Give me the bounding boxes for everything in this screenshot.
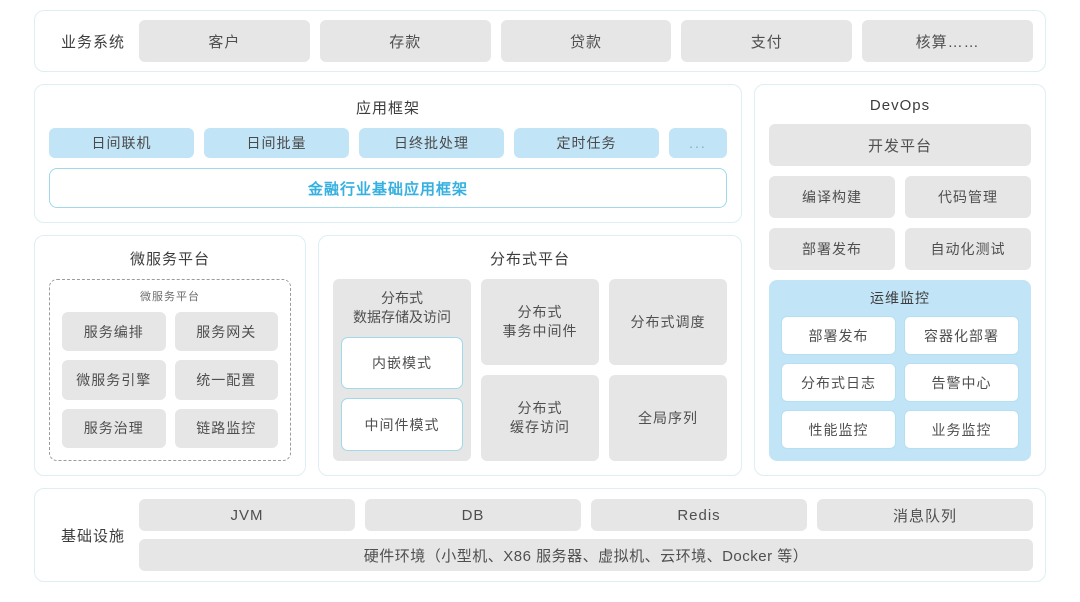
infrastructure-label: 基础设施 [60,527,125,545]
business-system-loan[interactable]: 贷款 [500,20,672,62]
ops-performance-monitoring[interactable]: 性能监控 [781,410,896,449]
devops-column: DevOps 开发平台 编译构建 代码管理 部署发布 自动化测试 运维监控 部署… [754,84,1046,476]
operations-monitoring-panel: 运维监控 部署发布 容器化部署 分布式日志 告警中心 性能监控 业务监控 [769,280,1031,461]
microservice-item-governance[interactable]: 服务治理 [62,408,166,448]
distributed-platform-panel: 分布式平台 分布式 数据存储及访问 内嵌模式 中间件模式 [318,235,742,476]
distributed-cache-access-line2: 缓存访问 [510,419,570,435]
storage-mode-middleware[interactable]: 中间件模式 [341,398,463,451]
infra-db[interactable]: DB [365,499,581,531]
business-system-payment[interactable]: 支付 [681,20,853,62]
business-systems-cells: 客户 存款 贷款 支付 核算…… [139,20,1033,62]
microservice-item-trace-monitoring[interactable]: 链路监控 [174,408,278,448]
distributed-scheduling[interactable]: 分布式调度 [609,279,727,365]
app-framework-item-eod-batch[interactable]: 日终批处理 [359,128,504,158]
devops-automated-test[interactable]: 自动化测试 [905,228,1031,270]
distributed-platform-grid: 分布式 事务中间件 分布式调度 分布式 缓存访问 [481,279,727,461]
microservice-item-orchestration[interactable]: 服务编排 [62,312,166,352]
app-framework-item-daytime-online[interactable]: 日间联机 [49,128,194,158]
microservice-item-gateway[interactable]: 服务网关 [174,312,278,352]
distributed-platform-title: 分布式平台 [489,251,570,268]
distributed-transaction-middleware-line1: 分布式 [517,304,563,321]
devops-code-management[interactable]: 代码管理 [905,176,1031,218]
ops-deploy-release[interactable]: 部署发布 [781,316,896,355]
distributed-platform-body: 分布式 数据存储及访问 内嵌模式 中间件模式 分布式 事务中间件 [333,279,727,461]
business-system-accounting[interactable]: 核算…… [862,20,1033,62]
infra-jvm[interactable]: JVM [139,499,355,531]
microservice-platform-title: 微服务平台 [129,251,210,268]
ops-business-monitoring[interactable]: 业务监控 [904,410,1019,449]
operations-monitoring-title: 运维监控 [870,290,930,306]
distributed-data-storage-title: 分布式 数据存储及访问 [341,289,463,327]
ops-containerized-deploy[interactable]: 容器化部署 [904,316,1019,355]
devops-pair-deploy: 部署发布 自动化测试 [769,228,1031,270]
operations-monitoring-grid: 部署发布 容器化部署 分布式日志 告警中心 性能监控 业务监控 [781,316,1019,449]
distributed-data-storage-title-line1: 分布式 [381,290,423,306]
business-systems-panel: 业务系统 客户 存款 贷款 支付 核算…… [34,10,1046,72]
middle-band: 应用框架 日间联机 日间批量 日终批处理 定时任务 ... 金融行业基础应用框架… [34,84,1046,476]
devops-dev-platform[interactable]: 开发平台 [769,124,1031,166]
storage-mode-embedded[interactable]: 内嵌模式 [341,336,463,390]
microservice-platform-inner-title: 微服务平台 [140,291,200,303]
business-system-deposit[interactable]: 存款 [319,20,491,62]
middle-left-column: 应用框架 日间联机 日间批量 日终批处理 定时任务 ... 金融行业基础应用框架… [34,84,742,476]
application-framework-items: 日间联机 日间批量 日终批处理 定时任务 ... [49,128,727,158]
distributed-transaction-middleware-line2: 事务中间件 [502,323,578,339]
microservice-platform-panel: 微服务平台 微服务平台 服务编排 服务网关 微服务引擎 统一配置 服务治理 链路… [34,235,306,476]
infra-message-queue[interactable]: 消息队列 [817,499,1033,531]
global-sequence[interactable]: 全局序列 [609,375,727,461]
microservice-item-engine[interactable]: 微服务引擎 [62,360,166,400]
distributed-cache-access-line1: 分布式 [517,400,563,417]
application-framework-title: 应用框架 [355,100,420,117]
app-framework-item-daytime-batch[interactable]: 日间批量 [204,128,349,158]
finance-base-framework-box[interactable]: 金融行业基础应用框架 [49,168,727,208]
app-framework-item-more[interactable]: ... [669,128,727,158]
infra-redis[interactable]: Redis [591,499,807,531]
devops-pair-build: 编译构建 代码管理 [769,176,1031,218]
microservice-platform-grid: 服务编排 服务网关 微服务引擎 统一配置 服务治理 链路监控 [62,312,278,448]
app-framework-item-scheduled-task[interactable]: 定时任务 [514,128,659,158]
application-framework-panel: 应用框架 日间联机 日间批量 日终批处理 定时任务 ... 金融行业基础应用框架 [34,84,742,223]
devops-compile-build[interactable]: 编译构建 [769,176,895,218]
infrastructure-panel: 基础设施 JVM DB Redis 消息队列 硬件环境（小型机、X86 服务器、… [34,488,1046,582]
ops-alert-center[interactable]: 告警中心 [904,363,1019,402]
ops-distributed-log[interactable]: 分布式日志 [781,363,896,402]
infra-hardware-environment[interactable]: 硬件环境（小型机、X86 服务器、虚拟机、云环境、Docker 等） [139,539,1033,571]
infrastructure-components-row: JVM DB Redis 消息队列 [139,499,1033,531]
distributed-cache-access[interactable]: 分布式 缓存访问 [481,375,599,461]
platform-row: 微服务平台 微服务平台 服务编排 服务网关 微服务引擎 统一配置 服务治理 链路… [34,235,742,476]
distributed-data-storage-title-line2: 数据存储及访问 [353,308,451,325]
infrastructure-stack: JVM DB Redis 消息队列 硬件环境（小型机、X86 服务器、虚拟机、云… [139,499,1033,571]
distributed-transaction-middleware[interactable]: 分布式 事务中间件 [481,279,599,365]
microservice-item-unified-config[interactable]: 统一配置 [174,360,278,400]
business-system-customer[interactable]: 客户 [139,20,310,62]
distributed-data-storage-card[interactable]: 分布式 数据存储及访问 内嵌模式 中间件模式 [333,279,471,461]
microservice-platform-inner-box: 微服务平台 服务编排 服务网关 微服务引擎 统一配置 服务治理 链路监控 [49,279,291,461]
devops-deploy-release[interactable]: 部署发布 [769,228,895,270]
devops-title: DevOps [869,97,931,114]
business-systems-label: 业务系统 [60,33,125,51]
devops-panel: DevOps 开发平台 编译构建 代码管理 部署发布 自动化测试 运维监控 部署… [754,84,1046,476]
